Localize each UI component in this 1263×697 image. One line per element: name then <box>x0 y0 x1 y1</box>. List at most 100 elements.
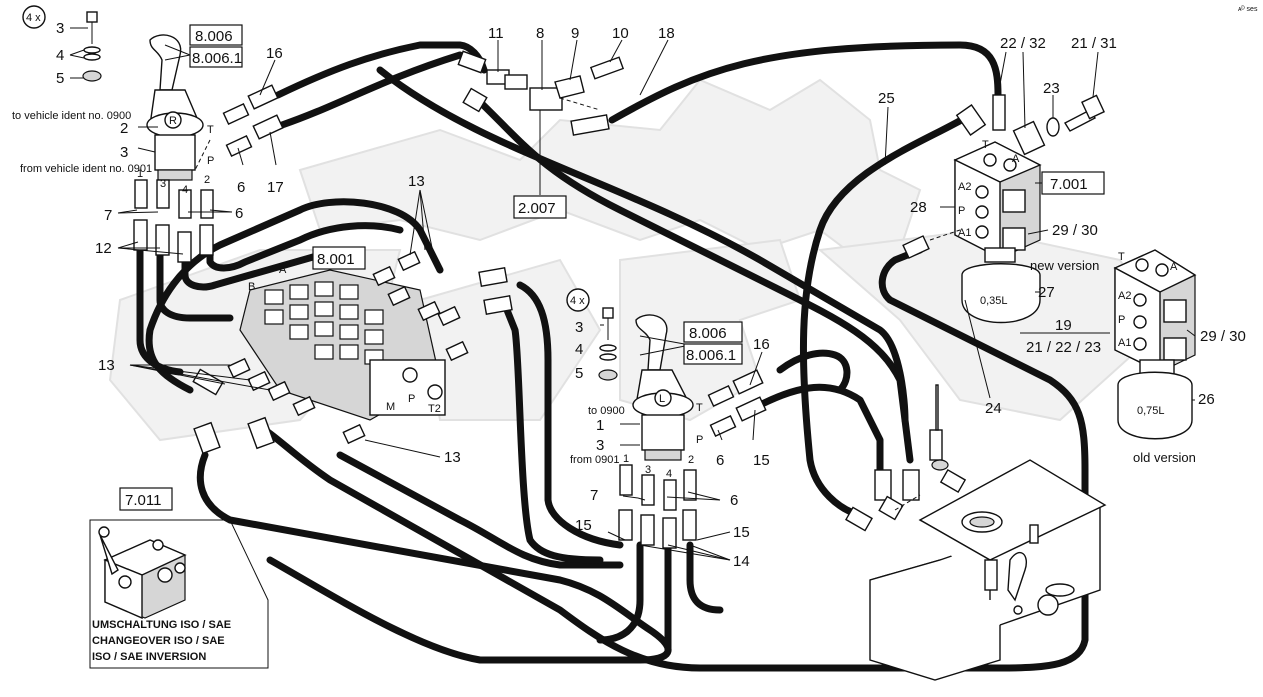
callout-4: 4 <box>575 341 583 358</box>
callout-7: 7 <box>104 207 112 224</box>
callout-3: 3 <box>596 437 604 454</box>
dash-lines <box>194 97 961 511</box>
hose-fitting-icon <box>457 50 625 136</box>
svg-text:8.006.1: 8.006.1 <box>192 50 242 67</box>
port-num-3: 3 <box>160 178 166 190</box>
callout-21-22-23: 21 / 22 / 23 <box>1026 339 1101 356</box>
callout-29-30: 29 / 30 <box>1052 222 1098 239</box>
inset-line-3: ISO / SAE INVERSION <box>92 651 206 663</box>
hose-fitting-icon <box>222 84 284 158</box>
callout-7: 7 <box>590 487 598 504</box>
callout-17: 17 <box>267 179 284 196</box>
callout-19: 19 <box>1055 317 1072 334</box>
joystick-right-assembly: R T P 1 3 4 2 <box>133 34 284 263</box>
note-from-vehicle: from vehicle ident no. 0901 <box>20 163 152 175</box>
note-from-0901: from 0901 <box>570 454 620 466</box>
port-num-4b: 4 <box>666 468 672 480</box>
valve-block-icon <box>98 526 187 620</box>
callout-18: 18 <box>658 25 675 42</box>
svg-text:8.006: 8.006 <box>195 28 233 45</box>
hose-fitting-icon <box>618 369 767 549</box>
callout-23: 23 <box>1043 80 1060 97</box>
port-label-t2: T <box>696 402 703 414</box>
callout-24: 24 <box>985 400 1002 417</box>
callout-15: 15 <box>733 524 750 541</box>
qty-4x-mid: 4 x <box>570 295 585 307</box>
callout-6: 6 <box>716 452 724 469</box>
valve-port-t2: T2 <box>428 403 441 415</box>
port-label-r: R <box>169 115 177 127</box>
hose-fitting-icon <box>192 250 513 455</box>
port-a2b: A2 <box>1118 290 1131 302</box>
port-a: A <box>1012 153 1020 165</box>
leader-lines <box>69 27 1196 561</box>
qty-circle <box>22 5 46 29</box>
callout-3: 3 <box>575 319 583 336</box>
callout-10: 10 <box>612 25 629 42</box>
callout-6: 6 <box>235 205 243 222</box>
ref-box-8001: 8.001 <box>312 246 366 270</box>
callout-5: 5 <box>575 365 583 382</box>
ref-box-2007: 2.007 <box>513 195 567 219</box>
callout-27: 27 <box>1038 284 1055 301</box>
svg-text:2.007: 2.007 <box>518 200 556 217</box>
callout-16: 16 <box>266 45 283 62</box>
svg-text:8.006.1: 8.006.1 <box>686 347 736 364</box>
bolt-icon <box>82 11 102 82</box>
callout-25: 25 <box>878 90 895 107</box>
accumulator-icon: 0,75L <box>1117 359 1193 440</box>
port-num-4: 4 <box>182 184 188 196</box>
port-num-1: 1 <box>137 168 143 180</box>
port-num-2b: 2 <box>688 454 694 466</box>
svg-text:8.006: 8.006 <box>689 325 727 342</box>
qty-circle <box>566 288 590 312</box>
note-new-version: new version <box>1030 258 1099 273</box>
callout-14: 14 <box>733 553 750 570</box>
svg-text:7.001: 7.001 <box>1050 176 1088 193</box>
port-p: P <box>958 205 965 217</box>
qty-4x-top: 4 x <box>26 12 41 24</box>
inset-line-2: CHANGEOVER ISO / SAE <box>92 635 225 647</box>
port-ab: A <box>1170 261 1178 273</box>
acc-small-label: 0,35L <box>980 295 1008 307</box>
callout-16: 16 <box>753 336 770 353</box>
note-to-vehicle: to vehicle ident no. 0900 <box>12 110 131 122</box>
callout-13: 13 <box>408 173 425 190</box>
hose-fitting-icon <box>133 179 214 263</box>
valve-block-icon: A2 P A1 T A <box>1113 249 1197 374</box>
callout-5: 5 <box>56 70 64 87</box>
port-label-t: T <box>207 124 214 136</box>
callout-8: 8 <box>536 25 544 42</box>
valve-block-icon: B A M P T2 <box>239 264 446 421</box>
bolt-icon <box>598 307 618 381</box>
ref-box-7001: 7.001 <box>1041 171 1105 195</box>
port-label-p: P <box>207 155 214 167</box>
joystick-icon <box>146 34 204 181</box>
callout-29-30: 29 / 30 <box>1200 328 1246 345</box>
callout-28: 28 <box>910 199 927 216</box>
callout-2: 2 <box>120 120 128 137</box>
note-old-version: old version <box>1133 450 1196 465</box>
callout-26: 26 <box>1198 391 1215 408</box>
ref-box-8006-top: 8.006 8.006.1 <box>189 24 243 68</box>
joystick-left-assembly: L T P 1 3 4 2 <box>618 314 767 549</box>
ref-box-7011: 7.011 <box>119 487 173 511</box>
callout-13: 13 <box>444 449 461 466</box>
acc-large-label: 0,75L <box>1137 405 1165 417</box>
inset-line-1: UMSCHALTUNG ISO / SAE <box>92 619 231 631</box>
port-pb: P <box>1118 314 1125 326</box>
callout-numbers: 3 4 5 2 3 7 6 12 6 17 16 13 13 13 11 8 9… <box>56 20 1246 570</box>
hydraulic-tank-icon <box>869 459 1107 681</box>
hoses <box>136 41 1089 672</box>
port-num-3b: 3 <box>645 464 651 476</box>
callout-15: 15 <box>575 517 592 534</box>
valve-port-p: P <box>408 393 415 405</box>
port-a2: A2 <box>958 181 971 193</box>
callout-9: 9 <box>571 25 579 42</box>
port-num-2: 2 <box>204 174 210 186</box>
valve-port-m: M <box>386 401 395 413</box>
ref-box-8006-mid: 8.006 8.006.1 <box>683 321 743 365</box>
port-label-l: L <box>659 393 665 405</box>
callout-1: 1 <box>596 417 604 434</box>
